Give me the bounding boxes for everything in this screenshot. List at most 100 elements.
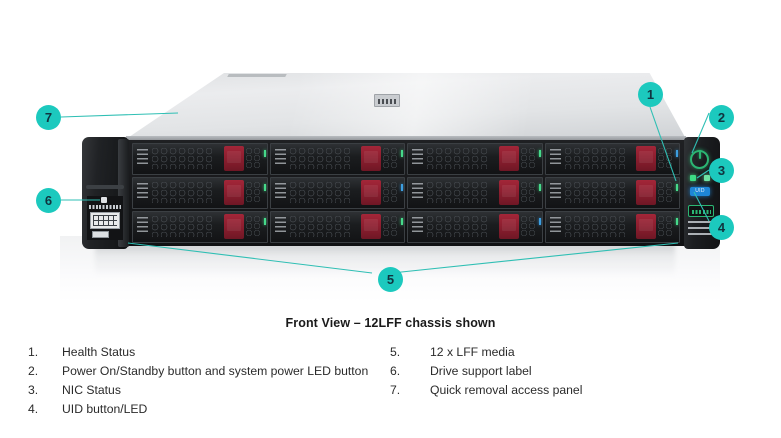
drive-activity-led: [263, 218, 266, 225]
support-label-marker: [101, 197, 107, 203]
legend-item-number: 5.: [390, 345, 401, 359]
drive-release-latch[interactable]: [223, 214, 244, 239]
left-ear-notch: [86, 185, 124, 189]
legend-item-number: 4.: [28, 402, 39, 416]
drive-vent-pattern: [564, 216, 625, 237]
drive-bay[interactable]: [544, 211, 680, 243]
drive-activity-led: [676, 150, 678, 157]
drive-activity-led: [401, 184, 403, 191]
drive-vent-pattern: [289, 182, 350, 203]
uid-button[interactable]: UID: [690, 187, 710, 196]
drive-vent-secondary: [658, 148, 673, 169]
drive-activity-led: [401, 218, 403, 225]
drive-vent-pattern: [152, 182, 212, 203]
drive-vent-pattern: [289, 216, 350, 237]
drive-activity-led: [676, 184, 678, 191]
drive-vent-secondary: [520, 182, 536, 203]
legend-item-number: 3.: [28, 383, 39, 397]
drive-bay[interactable]: [544, 143, 680, 175]
health-status-led: [690, 175, 696, 181]
drive-vent-secondary: [383, 148, 398, 169]
drive-bay[interactable]: [407, 143, 543, 175]
leader-line: [649, 106, 677, 182]
legend-item-number: 7.: [390, 383, 401, 397]
legend-item: 6. Drive support label: [390, 364, 750, 383]
drive-activity-led: [538, 184, 541, 191]
legend-item: 1. Health Status: [28, 345, 388, 364]
support-label-matrix: [90, 212, 120, 229]
drive-bay[interactable]: [269, 177, 405, 209]
legend-item-label: NIC Status: [62, 383, 121, 397]
legend-item: 4. UID button/LED: [28, 402, 388, 421]
power-button[interactable]: [690, 150, 709, 169]
leader-line: [693, 191, 710, 222]
drive-release-latch[interactable]: [361, 146, 381, 171]
drive-activity-led: [538, 218, 541, 225]
drive-bay[interactable]: [132, 177, 268, 209]
legend-item-label: Drive support label: [430, 364, 532, 378]
drive-release-latch[interactable]: [223, 180, 244, 205]
legend-item: 7. Quick removal access panel: [390, 383, 750, 402]
leader-line: [696, 169, 710, 179]
drive-release-latch[interactable]: [498, 214, 519, 239]
drive-label: [412, 183, 423, 201]
drive-vent-secondary: [245, 182, 261, 203]
drive-vent-secondary: [245, 148, 261, 169]
drive-bay[interactable]: [544, 177, 680, 209]
drive-vent-secondary: [245, 216, 261, 237]
drive-label: [274, 217, 286, 235]
drive-activity-led: [676, 218, 678, 225]
drive-release-latch[interactable]: [498, 146, 519, 171]
drive-vent-secondary: [520, 216, 536, 237]
drive-vent-pattern: [152, 148, 212, 169]
drive-vent-pattern: [427, 182, 487, 203]
drive-activity-led: [263, 150, 266, 157]
drive-release-latch[interactable]: [636, 214, 656, 239]
left-ear-lip: [118, 139, 129, 247]
drive-label: [137, 183, 148, 201]
chassis-logo-badge: [374, 94, 400, 107]
lid-specular-highlight: [126, 73, 686, 139]
drive-vent-secondary: [520, 148, 536, 169]
legend-item-number: 6.: [390, 364, 401, 378]
drive-vent-pattern: [564, 148, 625, 169]
legend-item-number: 1.: [28, 345, 39, 359]
drive-release-latch[interactable]: [636, 146, 656, 171]
drive-bay[interactable]: [269, 211, 405, 243]
drive-vent-pattern: [564, 182, 625, 203]
drive-label: [549, 217, 561, 235]
legend-item: 2.Power On/Standby button and system pow…: [28, 364, 388, 383]
legend-item-label: UID button/LED: [62, 402, 148, 416]
drive-label: [412, 149, 423, 167]
drive-label: [412, 217, 423, 235]
leader-line: [391, 242, 679, 274]
drive-bay[interactable]: [407, 211, 543, 243]
drive-bay[interactable]: [407, 177, 543, 209]
drive-bay[interactable]: [132, 143, 268, 175]
legend-item-label: Health Status: [62, 345, 136, 359]
legend-item-label: Quick removal access panel: [430, 383, 583, 397]
figure-legend: 1. Health Status 2.Power On/Standby button…: [0, 345, 781, 435]
drive-label: [137, 217, 148, 235]
drive-vent-pattern: [152, 216, 212, 237]
drive-release-latch[interactable]: [223, 146, 244, 171]
legend-column-left: 1. Health Status 2.Power On/Standby button…: [28, 345, 388, 421]
drive-bay[interactable]: [269, 143, 405, 175]
drive-vent-secondary: [383, 216, 398, 237]
drive-bay[interactable]: [132, 211, 268, 243]
drive-release-latch[interactable]: [498, 180, 519, 205]
drive-release-latch[interactable]: [636, 180, 656, 205]
drive-release-latch[interactable]: [361, 180, 381, 205]
legend-item-label: Power On/Standby button and system power…: [62, 364, 369, 378]
leader-line: [60, 112, 179, 118]
drive-vent-pattern: [427, 148, 487, 169]
support-label-footer: [92, 231, 109, 238]
drive-label: [549, 183, 561, 201]
drive-vent-pattern: [427, 216, 487, 237]
drive-vent-pattern: [289, 148, 350, 169]
support-label-heading: [89, 205, 121, 209]
drive-release-latch[interactable]: [361, 214, 381, 239]
drive-vent-secondary: [658, 182, 673, 203]
